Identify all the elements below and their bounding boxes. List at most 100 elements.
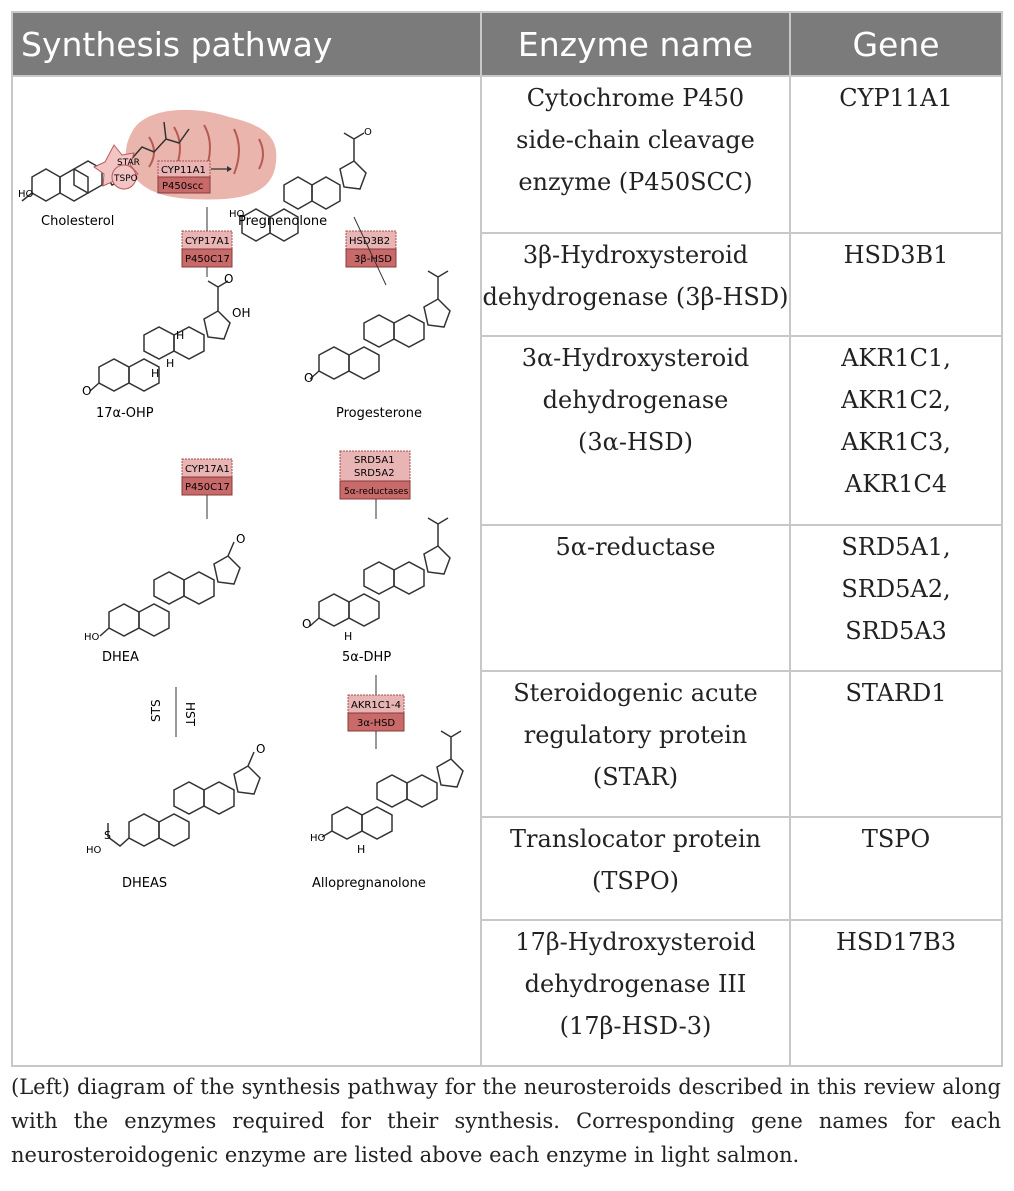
- atom-label: H: [176, 329, 184, 342]
- table-row: 17β-Hydroxysteroid dehydrogenase III (17…: [12, 919, 1003, 1067]
- enzyme-cell: 17β-Hydroxysteroid dehydrogenase III (17…: [480, 919, 791, 1067]
- pregnenolone-structure: [240, 132, 367, 242]
- ohp-structure: [89, 280, 231, 392]
- enzyme-line: 3α-Hydroxysteroid: [521, 344, 750, 373]
- table-header-row: Synthesis pathway Enzyme name Gene: [11, 11, 1003, 77]
- enzyme-p450c17-b: P450C17: [185, 482, 230, 493]
- atom-label: O: [302, 617, 311, 631]
- enzyme-line: dehydrogenase: [542, 386, 729, 415]
- dhea-structure: [99, 541, 241, 637]
- atom-label: O: [224, 272, 233, 286]
- atom-label: O: [256, 742, 265, 756]
- enzyme-box-3b-hsd: [345, 248, 396, 268]
- atom-label: HO: [84, 632, 100, 643]
- enzyme-star: STAR: [117, 158, 140, 168]
- enzyme-line: Steroidogenic acute: [513, 678, 758, 707]
- enzyme-cell: 3α-Hydroxysteroid dehydrogenase (3α-HSD): [480, 335, 791, 526]
- atom-label: O: [82, 384, 91, 398]
- enzyme-line: 17β-Hydroxysteroid: [515, 928, 756, 957]
- enzyme-hst: HST: [183, 702, 197, 727]
- enzyme-line: (STAR): [592, 762, 679, 791]
- enzyme-line: 5α-reductase: [555, 532, 716, 561]
- compound-17a-ohp: 17α-OHP: [96, 406, 154, 421]
- atom-label: S: [104, 829, 111, 842]
- enzyme-cell: Steroidogenic acute regulatory protein (…: [480, 669, 791, 818]
- atom-label: O: [236, 532, 245, 546]
- gene-cell: STARD1: [789, 669, 1003, 818]
- enzyme-line: Cytochrome P450: [526, 84, 745, 112]
- header-synthesis-pathway: Synthesis pathway: [11, 11, 482, 77]
- gene-cell: HSD3B1: [789, 232, 1003, 338]
- header-gene: Gene: [789, 11, 1003, 77]
- enzyme-line: enzyme (P450SCC): [518, 168, 753, 196]
- enzyme-3b-hsd: 3β-HSD: [354, 254, 392, 265]
- table-row: 5α-reductase SRD5A1, SRD5A2, SRD5A3: [12, 523, 1003, 672]
- compound-5a-dhp: 5α-DHP: [342, 650, 391, 665]
- table-container: Synthesis pathway Enzyme name Gene: [11, 11, 1003, 1067]
- gene-line: AKR1C2,: [841, 386, 951, 415]
- dheas-structure: [106, 751, 261, 847]
- pathway-diagram-cell: HO Cholesterol HO Pregnenolone O STAR TS…: [11, 75, 482, 1067]
- tspo-shape: [111, 164, 136, 190]
- enzyme-cell: Translocator protein (TSPO): [480, 815, 791, 922]
- table-row: HO Cholesterol HO Pregnenolone O STAR TS…: [11, 74, 1003, 1067]
- atom-label: OH: [232, 306, 250, 320]
- compound-pregnenolone: Pregnenolone: [238, 214, 327, 229]
- compound-dheas: DHEAS: [122, 876, 167, 891]
- gene-line: STARD1: [845, 678, 947, 707]
- enzyme-cell: Cytochrome P450 side-chain cleavage enzy…: [480, 74, 791, 235]
- enzyme-box-5a-reductases: [339, 480, 410, 500]
- enzyme-box-p450scc: [157, 176, 210, 194]
- enzyme-line: Translocator protein: [510, 824, 761, 853]
- gene-srd5a1: SRD5A1: [354, 455, 395, 466]
- enzyme-line: 3β-Hydroxysteroid: [522, 241, 749, 270]
- gene-akr1c: AKR1C1-4: [351, 700, 401, 711]
- gene-line: HSD3B1: [843, 241, 949, 270]
- figure-caption: (Left) diagram of the synthesis pathway …: [11, 1075, 1001, 1167]
- gene-cell: HSD17B3: [789, 919, 1003, 1067]
- enzyme-line: dehydrogenase (3β-HSD): [482, 283, 789, 312]
- gene-hsd3b2: HSD3B2: [349, 236, 390, 247]
- allopregnanolone-structure: [321, 730, 464, 840]
- gene-srd5a2: SRD5A2: [354, 468, 395, 479]
- table-row: Translocator protein (TSPO) TSPO: [12, 815, 1003, 922]
- gene-line: AKR1C3,: [841, 428, 951, 457]
- atom-label: O: [364, 127, 372, 138]
- gene-line: HSD17B3: [835, 928, 957, 957]
- gene-line: SRD5A2,: [841, 574, 951, 603]
- table-row: 3β-Hydroxysteroid dehydrogenase (3β-HSD)…: [12, 232, 1003, 338]
- compound-progesterone: Progesterone: [336, 406, 422, 421]
- gene-line: AKR1C4: [844, 470, 948, 499]
- progesterone-structure: [309, 270, 451, 380]
- enzyme-line: (3α-HSD): [578, 428, 693, 457]
- compound-cholesterol: Cholesterol: [41, 214, 114, 229]
- compound-allopregnanolone: Allopregnanolone: [312, 876, 426, 891]
- enzyme-3a-hsd: 3α-HSD: [357, 718, 395, 729]
- enzyme-tspo: TSPO: [113, 174, 138, 184]
- table-row: 3α-Hydroxysteroid dehydrogenase (3α-HSD)…: [12, 335, 1003, 526]
- enzyme-p450c17-a: P450C17: [185, 254, 230, 265]
- atom-label: H: [166, 357, 174, 370]
- dhp-structure: [309, 517, 451, 627]
- table-row: Steroidogenic acute regulatory protein (…: [12, 669, 1003, 818]
- atom-label: HO: [86, 845, 102, 856]
- enzyme-line: dehydrogenase III: [524, 970, 747, 999]
- enzyme-table: Synthesis pathway Enzyme name Gene: [11, 11, 1003, 1067]
- atom-label: H: [344, 630, 352, 643]
- gene-cyp17a1-b: CYP17A1: [185, 464, 230, 475]
- atom-label: HO: [310, 833, 326, 844]
- arrow-head: [226, 166, 232, 172]
- enzyme-cell: 5α-reductase: [480, 523, 791, 672]
- header-enzyme-name: Enzyme name: [480, 11, 791, 77]
- gene-box-srd5a: [339, 450, 410, 482]
- gene-line: TSPO: [861, 824, 931, 853]
- pathway-diagram: HO Cholesterol HO Pregnenolone O STAR TS…: [18, 109, 464, 891]
- atom-label: H: [151, 367, 159, 380]
- gene-line: SRD5A1,: [841, 532, 951, 561]
- gene-cell: CYP11A1: [789, 74, 1003, 235]
- atom-label: HO: [18, 189, 34, 200]
- enzyme-cell: 3β-Hydroxysteroid dehydrogenase (3β-HSD): [480, 232, 791, 338]
- gene-cell: SRD5A1, SRD5A2, SRD5A3: [789, 523, 1003, 672]
- enzyme-p450scc: P450scc: [162, 181, 203, 192]
- atom-label: HO: [229, 209, 245, 220]
